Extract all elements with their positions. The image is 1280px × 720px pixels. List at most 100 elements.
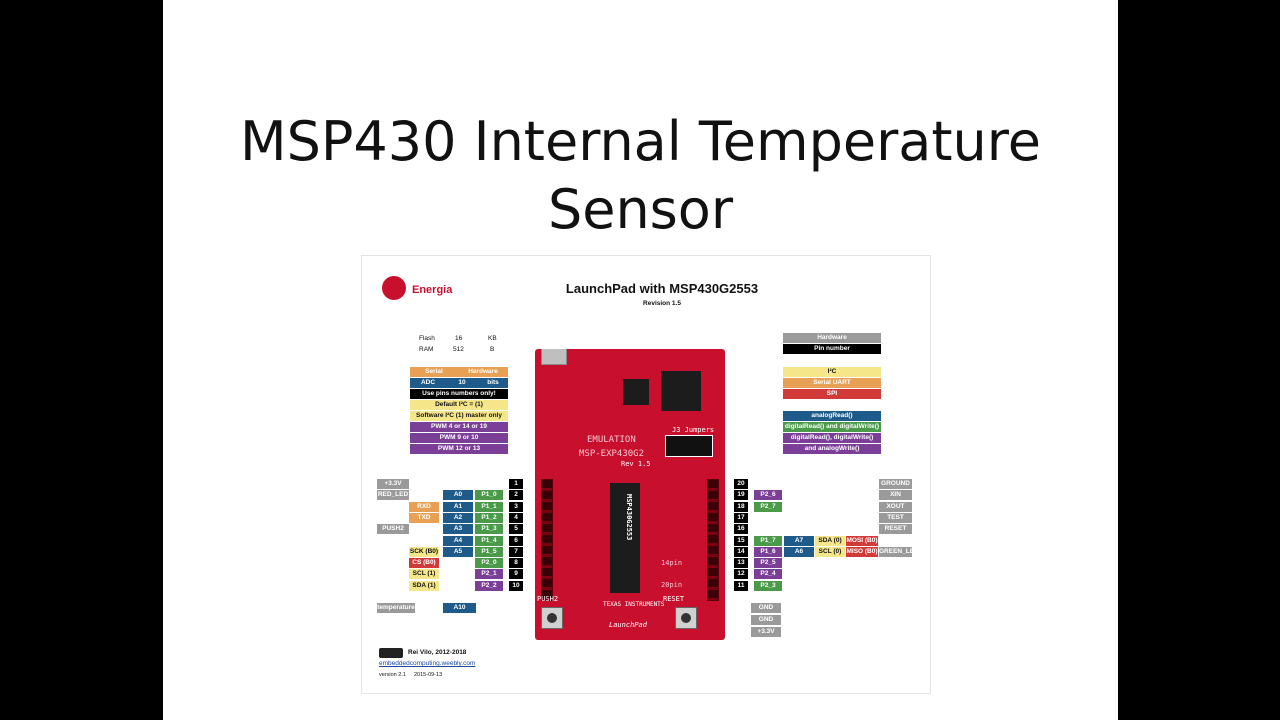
legend-pwm3: PWM 12 or 13 [410, 444, 508, 454]
ram-unit: B [490, 346, 495, 353]
pin-spi: MOSI (B0) [846, 535, 878, 546]
legend-digital-analog-1: digitalRead(), digitalWrite() [783, 433, 881, 443]
pin-i2c: SDA (0) [815, 535, 845, 546]
legend-hardware: Hardware [458, 367, 508, 377]
legend-right-hardware: Hardware [783, 333, 881, 343]
pin-function: GREEN_LED [879, 546, 912, 557]
pin-extra: CS (B0) [409, 558, 439, 569]
pin-port: P1_1 [475, 501, 503, 512]
pin-extra: SCK (B0) [409, 546, 439, 557]
pin-extra: SDA (1) [409, 580, 439, 591]
pin-port: P1_3 [475, 524, 503, 535]
board-chip-label: MSP430G2553 [625, 494, 633, 541]
legend-serial: Serial [410, 367, 458, 377]
footer-author: Rei Vilo, 2012-2018 [408, 649, 467, 656]
power-gnd-1: GND [751, 603, 781, 613]
legend-right-serial-uart: Serial UART [783, 378, 881, 388]
pin-adc: A0 [443, 490, 473, 501]
power-3v3: +3.3V [751, 627, 781, 637]
pin-port: P2_7 [754, 501, 782, 512]
pin-port: P1_7 [754, 535, 782, 546]
board-launchpad-label: LaunchPad [609, 621, 647, 629]
pin-number: 9 [509, 569, 523, 580]
pin-i2c: SCL (0) [815, 546, 845, 557]
footer-url[interactable]: embeddedcomputing.weebly.com [379, 660, 476, 667]
flash-unit: KB [488, 335, 497, 342]
pin-number: 17 [734, 512, 748, 523]
pin-adc: A7 [784, 535, 814, 546]
pin-function: XIN [879, 490, 912, 501]
pin-number: 19 [734, 490, 748, 501]
board-14pin-label: 14pin [661, 559, 683, 567]
pin-extra: TXD [409, 512, 439, 523]
push2-button[interactable] [541, 607, 563, 629]
legend-adc: ADC [410, 378, 446, 388]
pin-number: 12 [734, 569, 748, 580]
legend-right-spi: SPI [783, 389, 881, 399]
legend-pwm1: PWM 4 or 14 or 19 [410, 422, 508, 432]
pin-function: XOUT [879, 501, 912, 512]
legend-digital-analog-2: and analogWrite() [783, 444, 881, 454]
legend-adc-value: 10 [446, 378, 478, 388]
board-jumpers-label: J3 Jumpers [672, 426, 715, 434]
diagram-heading: LaunchPad with MSP430G2553 [565, 281, 759, 296]
right-header-pins [707, 479, 719, 601]
board-ti-label: TEXAS INSTRUMENTS [603, 601, 665, 608]
board-rev-label: Rev 1.5 [621, 460, 651, 468]
pin-function: RED_LED [377, 490, 409, 501]
pin-function: TEST [879, 512, 912, 523]
footer-version: version 2.1 [379, 672, 406, 678]
pin-port: P2_5 [754, 558, 782, 569]
pin-number: 4 [509, 512, 523, 523]
pin-function: GROUND [879, 479, 912, 489]
slide-title: MSP430 Internal Temperature Sensor [239, 110, 1041, 241]
usb-connector-icon [541, 349, 567, 365]
pin-adc: A1 [443, 501, 473, 512]
reset-button[interactable] [675, 607, 697, 629]
pin-port: P1_2 [475, 512, 503, 523]
pin-adc: A5 [443, 546, 473, 557]
pin-number: 10 [509, 580, 523, 591]
board-emulation-label: EMULATION [587, 435, 636, 445]
pin-adc: A2 [443, 512, 473, 523]
board-model-label: MSP-EXP430G2 [579, 449, 645, 459]
board-20pin-label: 20pin [661, 581, 683, 589]
legend-pwm2: PWM 9 or 10 [410, 433, 508, 443]
pin-port: P2_3 [754, 580, 782, 591]
footer-date: 2015-09-13 [414, 672, 443, 678]
legend-use-pins: Use pins numbers only! [410, 389, 508, 399]
temperature-label: temperature [377, 603, 415, 613]
pin-extra: SCL (1) [409, 569, 439, 580]
pin-number: 14 [734, 546, 748, 557]
pin-number: 11 [734, 580, 748, 591]
legend-digital-rw: digitalRead() and digitalWrite() [783, 422, 881, 432]
pin-extra: RXD [409, 501, 439, 512]
pin-number: 15 [734, 535, 748, 546]
pin-adc: A3 [443, 524, 473, 535]
pin-number: 3 [509, 501, 523, 512]
pin-number: 18 [734, 501, 748, 512]
launchpad-board: EMULATION MSP-EXP430G2 Rev 1.5 J3 Jumper… [535, 349, 725, 640]
board-reset-label: RESET [663, 595, 685, 603]
diagram-revision: Revision 1.5 [643, 300, 681, 307]
pin-adc: A4 [443, 535, 473, 546]
pin-number: 5 [509, 524, 523, 535]
legend-adc-unit: bits [478, 378, 508, 388]
board-push2-label: PUSH2 [537, 595, 559, 603]
pin-number: 8 [509, 558, 523, 569]
flash-label: Flash [419, 335, 435, 342]
pin-port: P2_0 [475, 558, 503, 569]
legend-software-i2c: Software I²C (1) master only [410, 411, 508, 421]
emulation-mcu [661, 371, 701, 411]
pin-number: 2 [509, 490, 523, 501]
pin-port: P2_4 [754, 569, 782, 580]
left-header-pins [541, 479, 553, 601]
pin-port: P1_5 [475, 546, 503, 557]
energia-logo-icon [382, 276, 406, 300]
pin-port: P1_0 [475, 490, 503, 501]
pin-port: P2_6 [754, 490, 782, 501]
power-gnd-2: GND [751, 615, 781, 625]
pin-number: 6 [509, 535, 523, 546]
energia-brand: Energia [412, 284, 453, 296]
temperature-adc: A10 [443, 603, 476, 613]
